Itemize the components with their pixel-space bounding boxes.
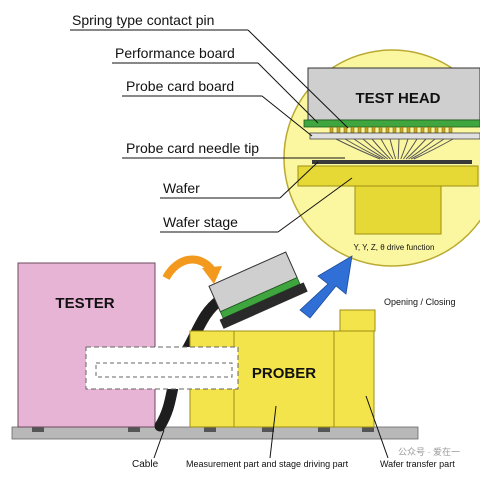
- probe-needle: [400, 138, 409, 160]
- leader-wafer-stage-diag: [277, 177, 353, 233]
- leader-probe-card-board-diag: [261, 95, 313, 137]
- probe-card-board: [309, 132, 480, 140]
- spring-pin: [392, 126, 397, 134]
- watermark: 公众号 · 爱在一: [398, 446, 460, 457]
- drive-function-label: Y, Y, Z, θ drive function: [354, 243, 435, 252]
- spring-pin: [434, 126, 439, 134]
- prober-top-bump: [339, 309, 376, 332]
- tester-unit: TESTER: [17, 262, 156, 428]
- base-foot: [262, 427, 274, 432]
- orange-arrow-head: [202, 266, 222, 284]
- spring-pin: [413, 126, 418, 134]
- base-foot: [362, 427, 374, 432]
- probe-needle: [405, 138, 427, 160]
- probe-needles: [335, 138, 454, 160]
- spring-pin: [364, 126, 369, 134]
- spring-pin: [448, 126, 453, 134]
- orange-arrow-body: [162, 255, 216, 281]
- label-wafer-transfer: Wafer transfer part: [380, 459, 455, 469]
- test-head-box: [307, 67, 480, 121]
- label-performance-board: Performance board: [115, 45, 235, 61]
- spring-pin: [336, 126, 341, 134]
- prober-label: PROBER: [252, 365, 316, 382]
- leader-wafer-diag: [279, 161, 319, 199]
- probe-needle: [397, 138, 400, 160]
- probe-needle: [413, 138, 454, 160]
- leader-wafer-transfer: [365, 395, 389, 459]
- callouts: Spring type contact pin Performance boar…: [70, 12, 353, 233]
- label-cable: Cable: [132, 459, 159, 470]
- spring-pin: [371, 126, 376, 134]
- base-foot: [318, 427, 330, 432]
- blue-arrow: [299, 255, 353, 319]
- spring-pin: [427, 126, 432, 134]
- spring-pin: [357, 126, 362, 134]
- spring-pin: [350, 126, 355, 134]
- label-wafer-stage: Wafer stage: [163, 214, 238, 230]
- spring-pin: [378, 126, 383, 134]
- performance-board: [303, 119, 480, 128]
- spring-pin: [329, 126, 334, 134]
- tilted-head-dark: [219, 282, 308, 329]
- tester-label: TESTER: [55, 295, 114, 312]
- arm-inner: [95, 362, 233, 378]
- probe-needle: [408, 138, 436, 160]
- spring-pin: [399, 126, 404, 134]
- leader-spring-pin-diag: [247, 29, 349, 129]
- probe-needle: [371, 138, 391, 160]
- opening-arrow-icon: [162, 255, 222, 284]
- probe-needle: [335, 138, 381, 160]
- wafer-plate: [312, 160, 472, 164]
- label-wafer: Wafer: [163, 180, 200, 196]
- leader-performance-board-diag: [257, 62, 319, 124]
- probe-needle: [353, 138, 386, 160]
- probe-needle: [362, 138, 389, 160]
- tester-box: [17, 262, 156, 428]
- spring-pin: [441, 126, 446, 134]
- spring-pin: [406, 126, 411, 134]
- zoom-arrow-icon: [299, 255, 353, 319]
- test-head-arm: [85, 346, 239, 390]
- probe-needle: [380, 138, 394, 160]
- label-needle-tip: Probe card needle tip: [126, 140, 259, 156]
- wafer-stage-top: [297, 165, 479, 187]
- base-rail: [11, 426, 419, 440]
- label-probe-card-board: Probe card board: [126, 78, 234, 94]
- probe-needle: [403, 138, 418, 160]
- probe-needle: [389, 138, 397, 160]
- base-foot: [204, 427, 216, 432]
- label-measurement-part: Measurement part and stage driving part: [186, 459, 349, 469]
- spring-pin: [385, 126, 390, 134]
- base-foot: [32, 427, 44, 432]
- label-spring-pin: Spring type contact pin: [72, 12, 214, 28]
- probe-needle: [410, 138, 445, 160]
- magnified-view: TEST HEAD Y, Y, Z, θ drive function: [283, 49, 480, 267]
- base-foot: [128, 427, 140, 432]
- probe-needle: [344, 138, 383, 160]
- test-head-label: TEST HEAD: [355, 90, 440, 107]
- spring-pin: [343, 126, 348, 134]
- leader-measurement-part: [269, 405, 277, 459]
- spring-pin: [420, 126, 425, 134]
- prober-main-block: [233, 330, 335, 428]
- leader-cable: [153, 429, 165, 459]
- prober-right-block: [333, 330, 375, 428]
- tilted-test-head: [208, 251, 308, 329]
- wafer-stage-column: [354, 185, 442, 235]
- label-opening-closing: Opening / Closing: [384, 297, 456, 307]
